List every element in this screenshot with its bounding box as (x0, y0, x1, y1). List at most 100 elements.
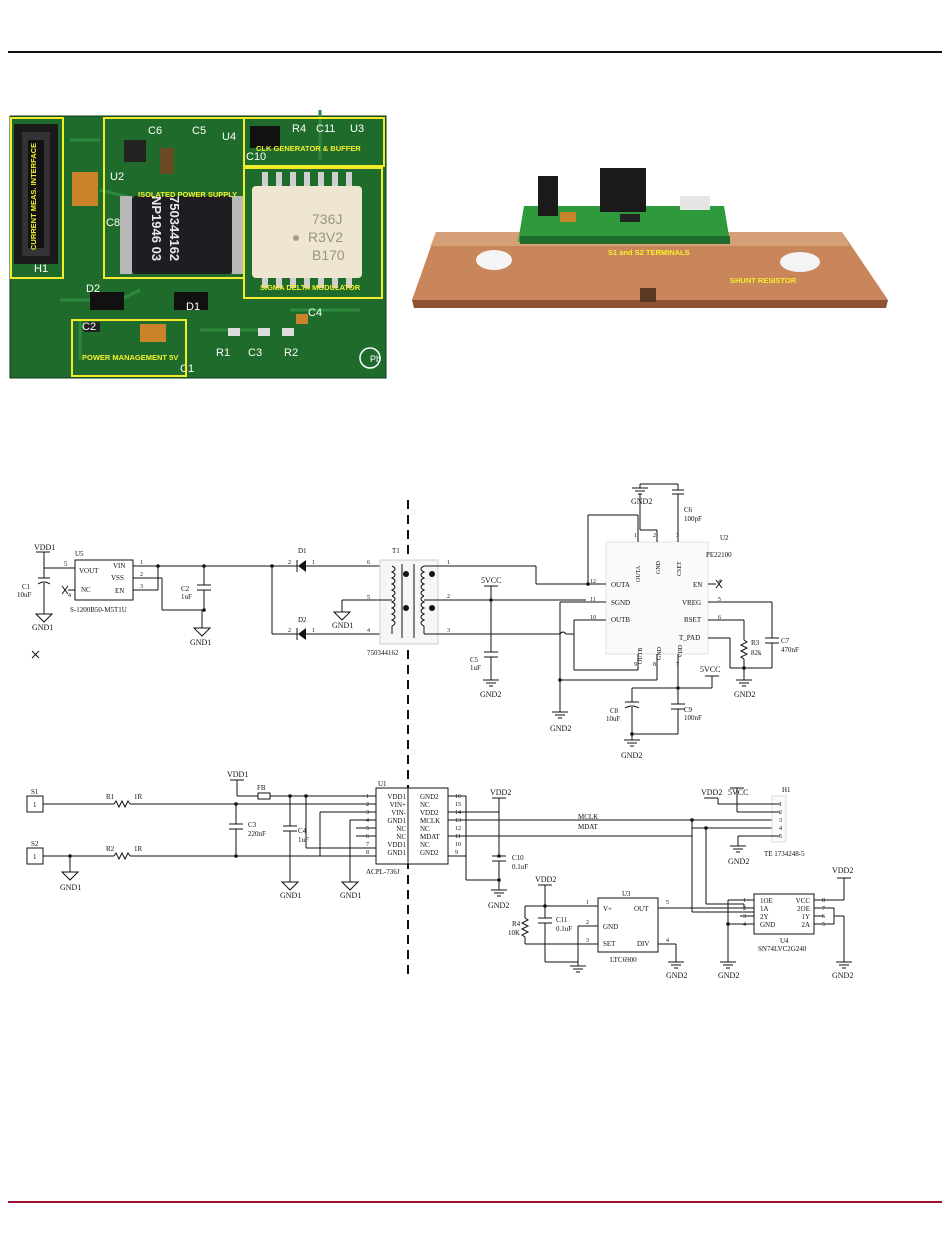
vcc5-label-c: 5VCC (728, 788, 748, 797)
u4-ref: U4 (780, 937, 789, 945)
u1-pin-name-right: GND2 (420, 849, 439, 857)
svg-text:4: 4 (367, 628, 370, 634)
svg-text:VOUT: VOUT (79, 567, 99, 575)
u4-pin-name-right: VCC (796, 897, 811, 905)
u1-pin-number-left: 5 (366, 826, 369, 832)
annotation-boxes (10, 117, 385, 377)
h1-pin-number: 1 (779, 802, 782, 808)
label-current-meas: CURRENT MEAS. INTERFACE (29, 143, 38, 250)
pcb-photo: H1 C6 C5 U4 R4 C11 U3 U2 C8 D2 D1 C2 C4 … (9, 110, 387, 379)
u3-oscillator: VDD2 R4 10K C11 0.1uF U3 LTC6900 V+ GND … (508, 875, 744, 980)
sense-input: S1 1 S2 1 R1 1R R2 1R GND1 C3 220nF VDD1… (26, 770, 376, 900)
pcb-silk-u3: U3 (350, 123, 364, 135)
svg-text:5: 5 (666, 900, 669, 906)
svg-text:VSS: VSS (111, 574, 124, 582)
c8-val: 10uF (606, 715, 621, 723)
c3-ref: C3 (248, 821, 257, 829)
svg-text:1: 1 (634, 533, 637, 539)
svg-text:GND: GND (603, 923, 618, 931)
u1-pin-number-left: 1 (366, 794, 369, 800)
c9-val: 100nF (684, 714, 702, 722)
svg-text:VREG: VREG (682, 599, 701, 607)
pcb-silk-c6: C6 (148, 125, 162, 137)
u1-pin-name-left: VIN+ (390, 801, 406, 809)
u1-pin-name-right: NC (420, 825, 430, 833)
pcb-silk-c3: C3 (248, 347, 262, 359)
c3-val: 220nF (248, 830, 266, 838)
u1-pin-name-right: NC (420, 841, 430, 849)
c4-ref: C4 (298, 827, 307, 835)
u4-pin-name-left: 1OE (760, 897, 773, 905)
pcb-silk-c2: C2 (82, 321, 96, 333)
svg-text:1: 1 (33, 853, 37, 861)
s1-ref: S1 (31, 788, 39, 796)
gnd2-label-i: GND2 (832, 971, 853, 980)
c7-val: 470nF (781, 646, 799, 654)
svg-text:OUTA: OUTA (611, 581, 630, 589)
svg-text:5: 5 (367, 595, 370, 601)
u1-pin-number-left: 3 (366, 810, 369, 816)
svg-text:NC: NC (81, 586, 91, 594)
c5-val: 1uF (470, 664, 481, 672)
svg-text:VIN: VIN (113, 562, 125, 570)
gnd1-label-b: GND1 (190, 638, 211, 647)
gnd2-label-e: GND2 (488, 901, 509, 910)
u1-pin-name-left: GND1 (387, 849, 406, 857)
r2-ref: R2 (106, 845, 115, 853)
u1-pin-number-left: 2 (366, 802, 369, 808)
c8-ref: C8 (610, 707, 619, 715)
d1-ref: D1 (298, 547, 307, 555)
svg-text:2: 2 (140, 572, 143, 578)
gnd1-label-a: GND1 (32, 623, 53, 632)
vdd1-label-a: VDD1 (34, 543, 55, 552)
fb-ref: FB (257, 784, 266, 792)
vdd2-label-b: VDD2 (701, 788, 722, 797)
h1-pin-number: 3 (779, 818, 782, 824)
svg-text:1: 1 (33, 801, 37, 809)
transformer-marking-2: NP1946 03 (149, 196, 164, 261)
u1-pin-name-left: NC (396, 833, 406, 841)
svg-text:V+: V+ (603, 905, 612, 913)
c1-ref: C1 (22, 583, 31, 591)
svg-text:9: 9 (634, 662, 637, 668)
u1-pin-name-left: GND1 (387, 817, 406, 825)
svg-text:2: 2 (586, 920, 589, 926)
u1-modulator: U1 ACPL-736J VDD11VIN+2VIN-3GND14NC5NC6V… (366, 780, 461, 876)
u1-pin-number-right: 16 (455, 794, 461, 800)
label-shunt: SHUNT RESISTOR (730, 276, 797, 285)
svg-text:6: 6 (367, 560, 370, 566)
svg-text:6: 6 (718, 615, 721, 621)
d2-ref: D2 (298, 616, 307, 624)
c6-ref: C6 (684, 506, 693, 514)
svg-text:2: 2 (288, 628, 291, 634)
svg-text:1: 1 (447, 560, 450, 566)
h1-pin-number: 5 (779, 834, 782, 840)
vdd2-label-c: VDD2 (535, 875, 556, 884)
gnd1-label-c: GND1 (332, 621, 353, 630)
r4-ref: R4 (512, 920, 521, 928)
svg-text:4: 4 (68, 593, 71, 599)
u1-pin-number-right: 9 (455, 850, 458, 856)
vdd1-label-b: VDD1 (227, 770, 248, 779)
pcb-silk-r4: R4 (292, 123, 306, 135)
svg-text:1: 1 (312, 560, 315, 566)
gnd2-label-a: GND2 (480, 690, 501, 699)
svg-text:CSET: CSET (677, 561, 683, 576)
svg-text:2: 2 (288, 560, 291, 566)
pcb-silk-d1: D1 (186, 301, 200, 313)
u4-pin-number-left: 2 (743, 906, 746, 912)
c5-section: 5VCC C5 1uF GND2 (470, 576, 586, 699)
gnd2-label-c: GND2 (550, 724, 571, 733)
gnd2-label-f: GND2 (728, 857, 749, 866)
t1-transformer: T1 750344162 6 5 4 1 2 3 GND1 (332, 547, 536, 657)
pcb-silk-c5: C5 (192, 125, 206, 137)
svg-text:11: 11 (590, 597, 596, 603)
u5-ref: U5 (75, 550, 84, 558)
c9-ref: C9 (684, 706, 693, 714)
vdd2-label-a: VDD2 (490, 788, 511, 797)
r4-val: 10K (508, 929, 520, 937)
svg-text:3: 3 (140, 584, 143, 590)
u1-pin-number-left: 7 (366, 842, 369, 848)
gnd1-label-e: GND1 (280, 891, 301, 900)
